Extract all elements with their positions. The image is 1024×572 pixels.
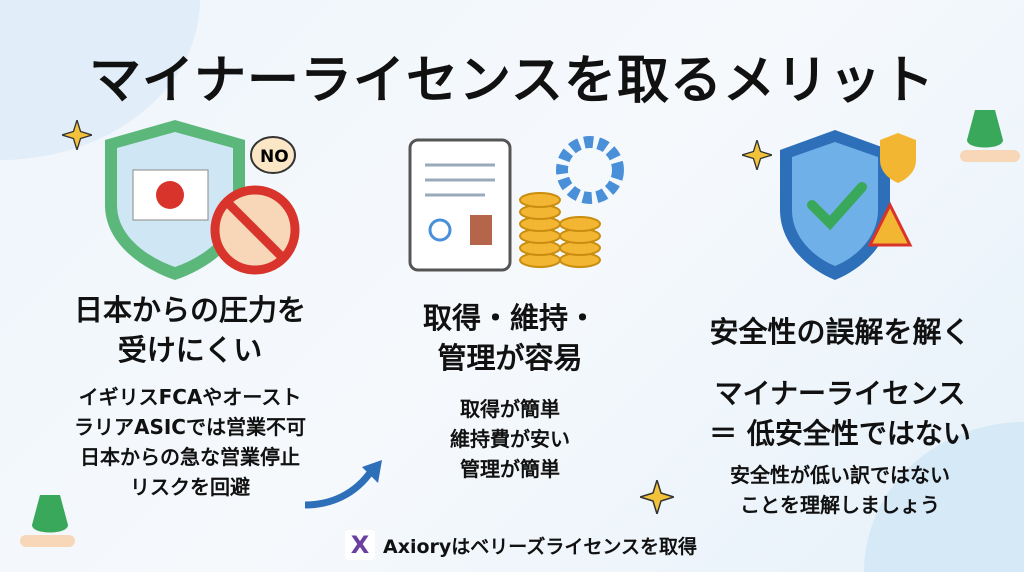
heading-line: 安全性の誤解を解く — [709, 315, 971, 349]
body-line: ラリアASICでは営業不可 — [73, 415, 306, 439]
subheading-line: マイナーライセンス — [714, 377, 966, 410]
body-line: 取得が簡単 — [460, 397, 560, 421]
sparkle-icon — [62, 120, 92, 150]
no-badge: NO — [260, 147, 289, 167]
heading-line: 受けにくい — [117, 333, 263, 367]
heading-line: 管理が容易 — [437, 341, 583, 375]
footer-text: Axioryはベリーズライセンスを取得 — [383, 535, 697, 558]
axiory-logo: X — [345, 530, 375, 560]
star-icon — [742, 140, 772, 170]
body-line: 日本からの急な営業停止 — [80, 445, 300, 469]
japan-shield-icon: NO — [105, 120, 300, 280]
subheading-line: ＝ 低安全性ではない — [709, 417, 971, 450]
money-hand-icon — [960, 110, 1020, 162]
security-shield-icon — [780, 130, 916, 280]
body-line: リスクを回避 — [130, 475, 250, 499]
page-title: マイナーライセンスを取るメリット — [89, 51, 935, 111]
body-line: イギリスFCAやオースト — [78, 385, 302, 409]
benefit-column-3: 安全性の誤解を解く マイナーライセンス ＝ 低安全性ではない 安全性が低い訳では… — [680, 312, 1000, 520]
benefit-column-1: 日本からの圧力を 受けにくい イギリスFCAやオースト ラリアASICでは営業不… — [40, 290, 340, 502]
body-line: 維持費が安い — [450, 427, 570, 451]
footer: X Axioryはベリーズライセンスを取得 — [345, 530, 697, 560]
benefit-column-2: 取得・維持・ 管理が容易 取得が簡単 維持費が安い 管理が簡単 — [370, 298, 650, 484]
certificate-coins-gear-icon — [408, 136, 624, 272]
money-hand-icon — [20, 495, 75, 547]
arrow-icon — [304, 460, 382, 509]
sparkle-icon — [640, 480, 674, 514]
heading-line: 日本からの圧力を — [73, 293, 306, 327]
body-line: 安全性が低い訳ではない — [730, 463, 950, 487]
body-line: 管理が簡単 — [460, 457, 560, 481]
body-line: ことを理解しましょう — [740, 493, 940, 517]
heading-line: 取得・維持・ — [422, 301, 597, 335]
